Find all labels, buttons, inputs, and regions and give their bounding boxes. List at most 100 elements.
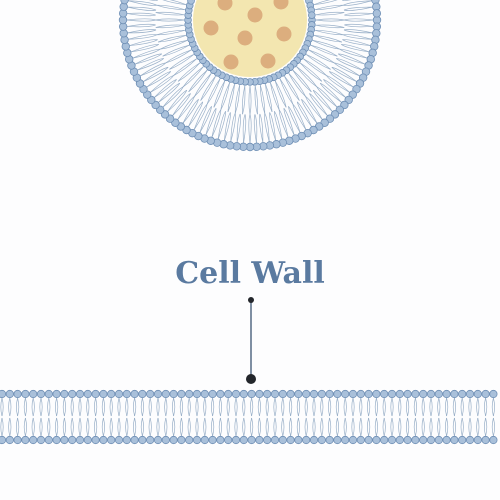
lipid-tail — [158, 83, 181, 103]
lipid-tail — [315, 12, 345, 16]
lipid-tail — [182, 66, 204, 88]
lipid-tail — [234, 397, 237, 417]
lipid-head — [83, 435, 92, 445]
lipid-tail — [217, 111, 226, 139]
lipid-tail — [127, 29, 157, 34]
lipid-tail — [491, 417, 494, 437]
lipid-tail — [56, 397, 59, 417]
vesicle-cargo-particles — [203, 0, 292, 70]
bilayer-lipid-tails — [0, 397, 495, 437]
lipid-tail — [31, 397, 34, 417]
lipid-tail — [156, 29, 185, 36]
vesicle-outer-heads — [118, 0, 382, 152]
lipid-head — [458, 435, 467, 445]
lipid-tail — [344, 417, 347, 437]
lipid-tail — [254, 85, 258, 115]
lipid-tail — [213, 80, 226, 108]
lipid-head — [395, 435, 404, 445]
lipid-tail — [160, 40, 188, 50]
lipid-tail — [273, 397, 276, 417]
lipid-tail — [78, 397, 81, 417]
lipid-tail — [154, 79, 177, 98]
lipid-head — [91, 435, 100, 445]
lipid-tail — [259, 397, 261, 417]
lipid-tail — [329, 417, 332, 437]
lipid-tail — [315, 11, 345, 16]
lipid-tail — [234, 417, 237, 437]
lipid-tail — [343, 29, 373, 34]
lipid-head — [380, 435, 389, 445]
lipid-tail — [220, 417, 222, 437]
lipid-tail — [493, 397, 495, 417]
lipid-tail — [64, 397, 66, 417]
lipid-head — [442, 389, 451, 399]
lipid-tail — [94, 417, 96, 437]
lipid-tail — [266, 417, 269, 437]
lipid-tail — [278, 109, 289, 138]
lipid-tail — [312, 397, 315, 417]
lipid-tail — [316, 86, 338, 108]
lipid-tail — [269, 112, 276, 141]
lipid-tail — [281, 417, 284, 437]
lipid-tail — [78, 417, 81, 437]
lipid-tail — [454, 397, 456, 417]
lipid-tail — [264, 113, 270, 142]
lipid-head — [239, 389, 248, 399]
lipid-tail — [315, 18, 345, 21]
lipid-head — [107, 389, 116, 399]
lipid-head — [302, 435, 311, 445]
lipid-head — [99, 435, 108, 445]
lipid-head — [60, 389, 69, 399]
lipid-tail — [269, 112, 276, 141]
lipid-tail — [227, 84, 235, 113]
lipid-tail — [133, 417, 135, 437]
lipid-tail — [25, 417, 27, 437]
lipid-tail — [172, 397, 174, 417]
lipid-tail — [257, 397, 260, 417]
lipid-head — [216, 435, 225, 445]
lipid-tail — [127, 29, 157, 34]
lipid-tail — [200, 76, 216, 101]
lipid-tail — [383, 397, 386, 417]
lipid-tail — [313, 417, 316, 437]
lipid-tail — [250, 397, 252, 417]
lipid-tail — [148, 397, 151, 417]
lipid-head — [146, 389, 155, 399]
lipid-tail — [62, 417, 65, 437]
lipid-tail — [296, 66, 318, 88]
lipid-tail — [342, 39, 371, 46]
lipid-tail — [158, 82, 180, 103]
lipid-tail — [86, 397, 89, 417]
lipid-tail — [156, 397, 159, 417]
lipid-head — [489, 435, 498, 445]
lipid-tail — [446, 417, 449, 437]
lipid-head — [29, 435, 38, 445]
lipid-tail — [150, 75, 174, 93]
lipid-head — [278, 389, 287, 399]
lipid-head — [450, 389, 459, 399]
lipid-tail — [312, 40, 340, 50]
lipid-tail — [281, 397, 284, 417]
lipid-tail — [292, 104, 307, 130]
lipid-tail — [179, 417, 182, 437]
lipid-tail — [164, 417, 167, 437]
lipid-tail — [406, 397, 408, 417]
lipid-tail — [137, 58, 164, 71]
lipid-tail — [71, 397, 74, 417]
lipid-tail — [199, 106, 212, 133]
lipid-tail — [305, 417, 308, 437]
lipid-tail — [485, 397, 488, 417]
cargo-particle — [273, 0, 289, 10]
lipid-tail — [323, 79, 346, 98]
lipid-tail — [484, 417, 486, 437]
lipid-tail — [315, 19, 345, 22]
lipid-tail — [241, 85, 246, 115]
lipid-tail — [1, 417, 4, 437]
lipid-head — [317, 435, 326, 445]
lipid-head — [5, 435, 14, 445]
lipid-tail — [140, 62, 166, 77]
lipid-tail — [227, 397, 230, 417]
lipid-tail — [230, 113, 236, 142]
lipid-head — [419, 435, 428, 445]
lipid-tail — [87, 397, 90, 417]
